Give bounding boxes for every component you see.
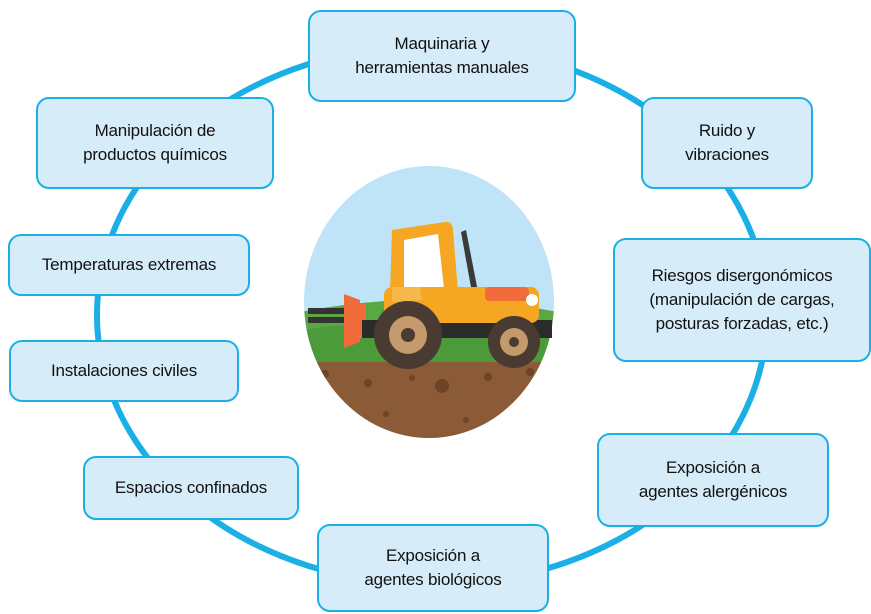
risk-label-civiles: Instalaciones civiles <box>50 361 198 381</box>
risk-label-disergonomicos: Riesgos disergonómicos (manipulación de … <box>649 266 835 333</box>
risk-box-biologicos: Exposición a agentes biológicos <box>317 524 549 612</box>
risk-box-alergenicos: Exposición a agentes alergénicos <box>597 433 829 527</box>
risk-box-civiles: Instalaciones civiles <box>9 340 239 402</box>
risk-label-confinados: Espacios confinados <box>114 478 268 498</box>
risk-label-alergenicos: Exposición a agentes alergénicos <box>638 458 788 501</box>
risk-label-quimicos: Manipulación de productos químicos <box>83 121 227 164</box>
tractor <box>308 221 552 369</box>
risk-label-temperaturas: Temperaturas extremas <box>41 255 217 275</box>
tractor-illustration <box>304 166 554 438</box>
risk-box-maquinaria: Maquinaria y herramientas manuales <box>308 10 576 102</box>
risk-label-maquinaria: Maquinaria y herramientas manuales <box>355 34 529 77</box>
risk-box-temperaturas: Temperaturas extremas <box>8 234 250 296</box>
risk-box-confinados: Espacios confinados <box>83 456 299 520</box>
risk-label-ruido: Ruido y vibraciones <box>685 121 769 164</box>
risk-box-ruido: Ruido y vibraciones <box>641 97 813 189</box>
risk-box-quimicos: Manipulación de productos químicos <box>36 97 274 189</box>
risk-box-disergonomicos: Riesgos disergonómicos (manipulación de … <box>613 238 871 362</box>
risk-label-biologicos: Exposición a agentes biológicos <box>364 546 502 589</box>
